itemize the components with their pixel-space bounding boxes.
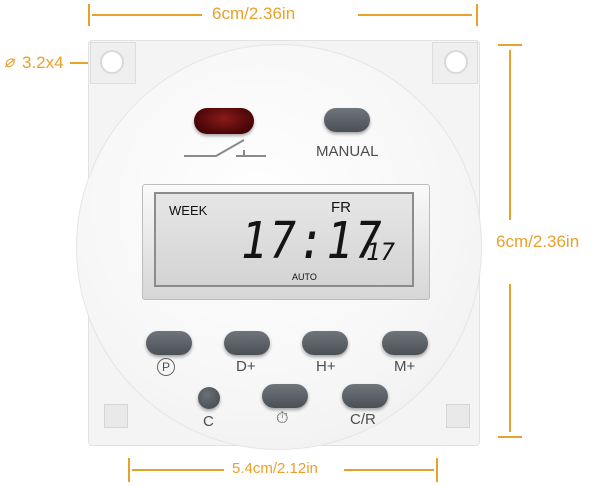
lcd-display: WEEK FR 17:17 17 AUTO: [154, 192, 414, 287]
clock-icon: ⏱: [276, 410, 289, 427]
day-plus-label: D+: [236, 358, 256, 375]
side-tab: [104, 404, 128, 428]
dim-arrow-line: [132, 469, 224, 471]
clear-label: C: [203, 413, 214, 430]
status-led: [194, 108, 254, 134]
manual-button[interactable]: [324, 108, 370, 132]
diameter-icon: ⌀: [4, 52, 15, 71]
dim-tick: [128, 458, 130, 482]
lcd-seconds: 17: [366, 238, 395, 266]
dim-arrow-line: [92, 14, 202, 16]
cancel-recall-button[interactable]: [342, 384, 388, 408]
program-button[interactable]: [146, 331, 192, 355]
right-height-label: 6cm/2.36in: [496, 232, 580, 251]
bottom-width-label: 5.4cm/2.12in: [232, 460, 318, 477]
dim-arrow-line: [509, 50, 511, 220]
hole-leader-line: [70, 62, 98, 64]
dim-arrow-line: [509, 284, 511, 432]
lcd-day-indicator: FR: [331, 199, 351, 216]
mounting-hole-icon: [100, 50, 124, 74]
top-width-label: 6cm/2.36in: [212, 4, 296, 23]
lcd-mode: AUTO: [292, 272, 317, 282]
lcd-time: 17:17: [241, 212, 384, 271]
hour-plus-label: H+: [316, 358, 336, 375]
dim-tick: [88, 4, 90, 26]
program-label: P: [157, 358, 175, 376]
clock-button[interactable]: [262, 384, 308, 408]
lcd-week-label: WEEK: [169, 203, 208, 218]
manual-label: MANUAL: [316, 143, 379, 160]
mounting-hole-icon: [444, 50, 468, 74]
clear-button[interactable]: [198, 387, 220, 409]
dim-tick: [498, 44, 522, 46]
day-plus-button[interactable]: [224, 331, 270, 355]
dim-arrow-line: [344, 469, 434, 471]
relay-switch-icon: [184, 139, 266, 157]
cancel-recall-label: C/R: [350, 411, 376, 428]
dim-tick: [436, 458, 438, 482]
minute-plus-label: M+: [394, 358, 416, 375]
dim-tick: [498, 436, 522, 438]
side-tab: [446, 404, 470, 428]
dim-tick: [476, 4, 478, 26]
minute-plus-button[interactable]: [382, 331, 428, 355]
dim-arrow-line: [358, 14, 472, 16]
hole-size-label: 3.2x4: [22, 53, 64, 72]
hour-plus-button[interactable]: [302, 331, 348, 355]
